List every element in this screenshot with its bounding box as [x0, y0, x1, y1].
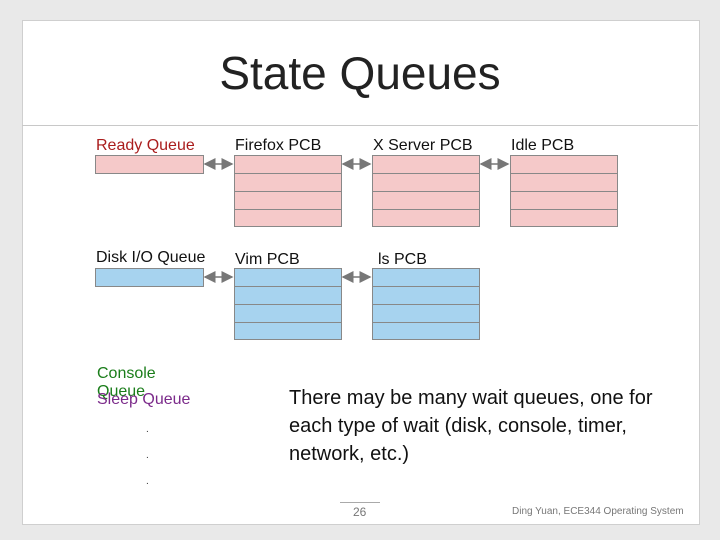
sleep-queue-label: Sleep Queue — [97, 391, 191, 408]
ready-queue-label: Ready Queue — [96, 137, 195, 154]
page-number: 26 — [353, 505, 367, 519]
idle-pcb-block — [510, 155, 618, 227]
firefox-pcb-label: Firefox PCB — [235, 137, 322, 154]
idle-pcb-label: Idle PCB — [511, 137, 575, 154]
xserver-pcb-label: X Server PCB — [373, 137, 473, 154]
ls-pcb-block — [372, 268, 480, 340]
ellipsis-dot: . — [146, 450, 149, 461]
console-queue-label: Console Queue — [97, 365, 156, 400]
slide-title: State Queues — [219, 47, 501, 99]
title-divider — [22, 125, 698, 126]
ellipsis-dot: . — [146, 476, 149, 487]
vim-pcb-block — [234, 268, 342, 340]
slide-footer: Ding Yuan, ECE344 Operating System — [512, 506, 684, 517]
vim-pcb-label: Vim PCB — [235, 251, 300, 268]
wait-queue-note: There may be many wait queues, one for e… — [289, 387, 653, 465]
ellipsis-dot: . — [146, 424, 149, 435]
xserver-pcb-block — [372, 155, 480, 227]
ls-pcb-label: ls PCB — [378, 251, 427, 268]
firefox-pcb-block — [234, 155, 342, 227]
page-number-rule — [340, 502, 380, 503]
disk-queue-label: Disk I/O Queue — [96, 249, 206, 266]
